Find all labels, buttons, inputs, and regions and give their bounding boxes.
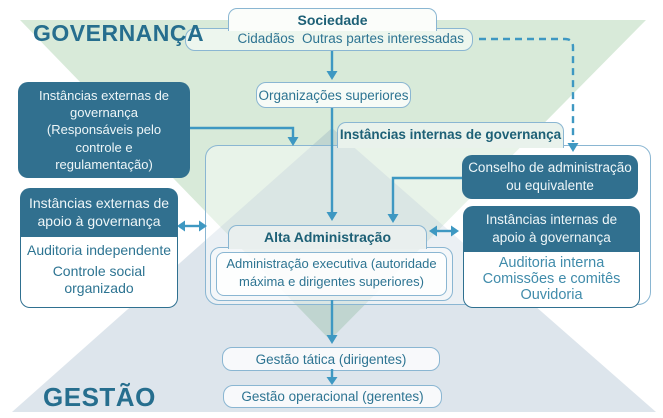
instancias-externas-governanca-box: Instâncias externas de governança (Respo… — [18, 82, 190, 178]
arrowhead-left-icon — [177, 220, 185, 232]
ouvidoria-label: Ouvidoria — [520, 287, 583, 304]
gestao-operacional-box: Gestão operacional (gerentes) — [223, 385, 442, 408]
instancias-externas-apoio-box: Instâncias externas de apoio à governanç… — [20, 188, 178, 308]
controle-social-label: Controle social organizado — [52, 262, 146, 297]
arrow-externas-to-container — [190, 126, 295, 137]
sociedade-bar: Cidadãos Outras partes interessadas — [185, 28, 473, 51]
alta-administracao-body: Administração executiva (autoridade máxi… — [216, 252, 447, 296]
sociedade-tab: Sociedade — [228, 8, 437, 31]
auditoria-independente-label: Auditoria independente — [26, 242, 171, 258]
instancias-internas-apoio-box: Instâncias internas de apoio à governanç… — [463, 206, 640, 310]
arrowhead-down-icon — [326, 377, 338, 385]
organizacoes-superiores-box: Organizações superiores — [256, 82, 411, 108]
conselho-administracao-box: Conselho de administração ou equivalente — [462, 155, 638, 199]
cidadaos-label: Cidadãos — [237, 31, 295, 46]
instancias-internas-apoio-body: Auditoria interna Comissões e comitês Ou… — [463, 252, 640, 308]
comissoes-comites-label: Comissões e comitês — [482, 271, 621, 288]
instancias-externas-apoio-body: Auditoria independente Controle social o… — [20, 237, 178, 308]
instancias-externas-apoio-header: Instâncias externas de apoio à governanç… — [20, 188, 178, 237]
gestao-title: GESTÃO — [43, 382, 156, 412]
internal-governance-tab: Instâncias internas de governança — [337, 122, 564, 148]
instancias-internas-apoio-header: Instâncias internas de apoio à governanç… — [463, 206, 640, 252]
auditoria-interna-label: Auditoria interna — [498, 255, 605, 271]
outras-partes-label: Outras partes interessadas — [301, 31, 465, 46]
arrowhead-down-icon — [326, 335, 338, 344]
arrowhead-down-icon — [326, 71, 338, 80]
gestao-tatica-box: Gestão tática (dirigentes) — [222, 347, 440, 371]
governanca-title: GOVERNANÇA — [33, 20, 205, 46]
alta-administracao-tab: Alta Administração — [228, 225, 427, 249]
